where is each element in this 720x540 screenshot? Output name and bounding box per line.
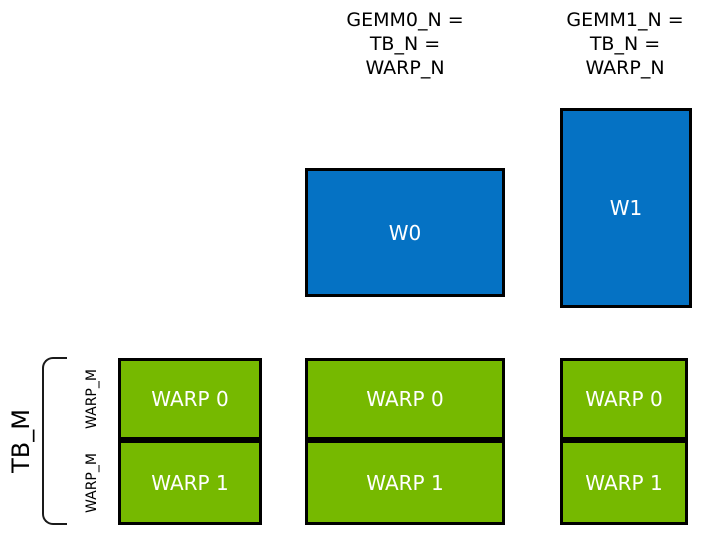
header-gemm1-line1: GEMM1_N = bbox=[566, 9, 684, 31]
header-gemm0-line1: GEMM0_N = bbox=[346, 9, 464, 31]
tb-m-bracket-icon bbox=[42, 357, 67, 525]
header-gemm0-line2: TB_N = bbox=[369, 33, 441, 55]
warp-tile-col1-row1: WARP 1 bbox=[305, 440, 505, 525]
warp-m-label-row0-text: WARP_M bbox=[84, 369, 100, 429]
header-gemm1: GEMM1_N = TB_N = WARP_N bbox=[545, 8, 705, 80]
warp-m-label-row1-text: WARP_M bbox=[84, 452, 100, 513]
warp-tile-col2-row1: WARP 1 bbox=[560, 440, 688, 525]
accumulator-tile-w1-label: W1 bbox=[609, 196, 643, 220]
warp-tile-col2-row0: WARP 0 bbox=[560, 358, 688, 440]
warp-tile-col0-row1-label: WARP 1 bbox=[151, 470, 229, 495]
warp-tile-col1-row0: WARP 0 bbox=[305, 358, 505, 440]
warp-tile-col0-row0: WARP 0 bbox=[118, 358, 262, 440]
accumulator-tile-w0-label: W0 bbox=[388, 220, 422, 245]
warp-m-label-row1: WARP_M bbox=[76, 440, 108, 525]
warp-tile-col2-row1-label: WARP 1 bbox=[585, 470, 663, 495]
warp-tile-col0-row1: WARP 1 bbox=[118, 440, 262, 525]
warp-tile-col2-row0-label: WARP 0 bbox=[585, 387, 663, 411]
warp-tile-col1-row1-label: WARP 1 bbox=[366, 470, 444, 495]
accumulator-tile-w1: W1 bbox=[560, 108, 692, 308]
header-gemm0-line3: WARP_N bbox=[365, 57, 445, 79]
header-gemm1-line3: WARP_N bbox=[585, 57, 665, 79]
tb-m-axis-label: TB_M bbox=[0, 357, 42, 525]
warp-m-label-row0: WARP_M bbox=[76, 358, 108, 440]
warp-tile-col1-row0-label: WARP 0 bbox=[366, 387, 444, 411]
warp-tile-col0-row0-label: WARP 0 bbox=[151, 387, 229, 411]
accumulator-tile-w0: W0 bbox=[305, 168, 505, 297]
header-gemm1-line2: TB_N = bbox=[589, 33, 661, 55]
tb-m-axis-label-text: TB_M bbox=[7, 409, 35, 473]
header-gemm0: GEMM0_N = TB_N = WARP_N bbox=[305, 8, 505, 80]
